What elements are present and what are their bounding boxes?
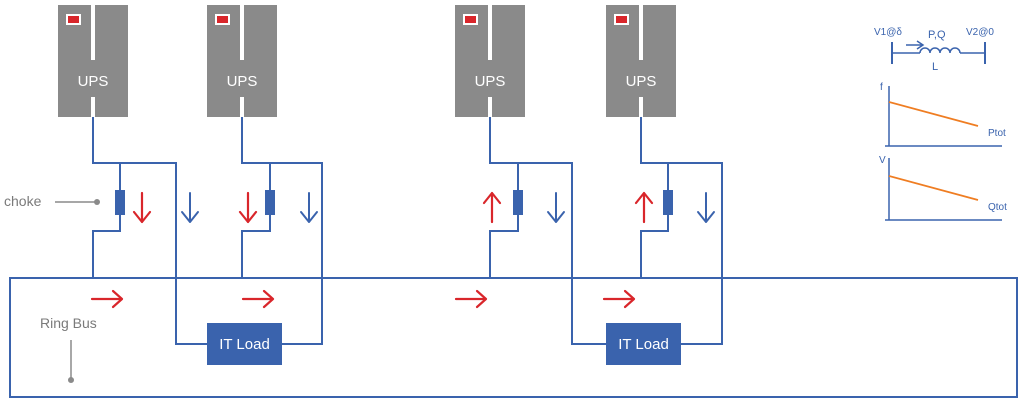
it-load-box [606, 323, 681, 365]
ups-feed-wire [640, 117, 669, 190]
volt-droop-line [888, 175, 979, 201]
it-load-2: IT Load [606, 323, 681, 365]
ups-feed-wire [241, 117, 271, 190]
arrow-up-icon [482, 191, 502, 224]
volt-x-label: Qtot [988, 202, 1007, 213]
ring-bus-callout-label: Ring Bus [40, 315, 97, 331]
ups-3-wiring [489, 117, 606, 345]
ups-unit-4: UPS [606, 5, 676, 117]
it-load-label: IT Load [219, 336, 270, 353]
ups-door-seam [488, 5, 492, 60]
ups-label: UPS [227, 73, 258, 90]
v2-label: V2@0 [966, 27, 994, 38]
it-load-box [207, 323, 282, 365]
choke-icon [663, 190, 673, 215]
arrow-right-icon [602, 289, 636, 309]
arrow-down-icon [547, 192, 565, 223]
choke-callout: choke [4, 193, 100, 209]
freq-droop-line [888, 101, 979, 127]
callout-dot [68, 377, 74, 383]
ups-feed-wire [640, 215, 669, 278]
arrow-down-icon [238, 191, 258, 224]
choke-icon [115, 190, 125, 215]
choke-icon [513, 190, 523, 215]
freq-y-label: f [880, 82, 883, 93]
ups-feed-wire [489, 215, 519, 278]
ups-door-seam [240, 5, 244, 60]
ups-feed-wire [489, 117, 519, 190]
ups-2-wiring [241, 117, 323, 345]
callout-dot [94, 199, 100, 205]
freq-droop-plot: f Ptot [880, 82, 1006, 147]
ups-feed-wire [241, 215, 271, 278]
ups-feed-wire [92, 117, 121, 190]
arrow-up-icon [634, 191, 654, 224]
load-feed-wire [93, 162, 207, 345]
ups-door-seam [639, 5, 643, 60]
ups-unit-3: UPS [455, 5, 525, 117]
ups-feed-wire [92, 215, 121, 278]
ups-door-seam [91, 97, 95, 117]
ups-indicator-light-icon [616, 16, 627, 23]
choke-callout-label: choke [4, 193, 42, 209]
freq-x-label: Ptot [988, 128, 1006, 139]
ups-unit-1: UPS [58, 5, 128, 117]
ups-door-seam [240, 97, 244, 117]
power-flow-arrow-icon [906, 40, 925, 50]
inset-line-model: V1@δ V2@0 P,Q L [874, 27, 994, 73]
ups-door-seam [639, 97, 643, 117]
arrow-down-icon [181, 192, 199, 223]
pq-label: P,Q [928, 29, 946, 41]
load-feed-wire [242, 162, 323, 345]
ups-label: UPS [626, 73, 657, 90]
ups-4-wiring [640, 117, 723, 345]
arrow-down-icon [132, 191, 152, 224]
ups-1-wiring [92, 117, 207, 345]
red-flow-arrows [90, 191, 654, 309]
v1-label: V1@δ [874, 27, 902, 38]
ups-indicator-light-icon [68, 16, 79, 23]
inductor-icon [919, 47, 961, 54]
arrow-down-icon [300, 192, 318, 223]
ups-label: UPS [78, 73, 109, 90]
ring-bus-callout: Ring Bus [40, 315, 97, 383]
ups-door-seam [91, 5, 95, 60]
it-load-label: IT Load [618, 336, 669, 353]
volt-droop-plot: V Qtot [879, 155, 1007, 221]
load-feed-wire [641, 162, 723, 345]
ups-door-seam [488, 97, 492, 117]
load-feed-wire [490, 162, 606, 345]
ring-bus-line [9, 277, 1018, 398]
volt-y-label: V [879, 155, 886, 166]
arrow-right-icon [241, 289, 275, 309]
blue-flow-arrows [181, 192, 715, 223]
it-load-1: IT Load [207, 323, 282, 365]
ups-label: UPS [475, 73, 506, 90]
inductor-label: L [932, 61, 938, 73]
ups-indicator-light-icon [465, 16, 476, 23]
arrow-down-icon [697, 192, 715, 223]
ups-unit-2: UPS [207, 5, 277, 117]
arrow-right-icon [454, 289, 488, 309]
arrow-right-icon [90, 289, 124, 309]
choke-icon [265, 190, 275, 215]
ups-indicator-light-icon [217, 16, 228, 23]
